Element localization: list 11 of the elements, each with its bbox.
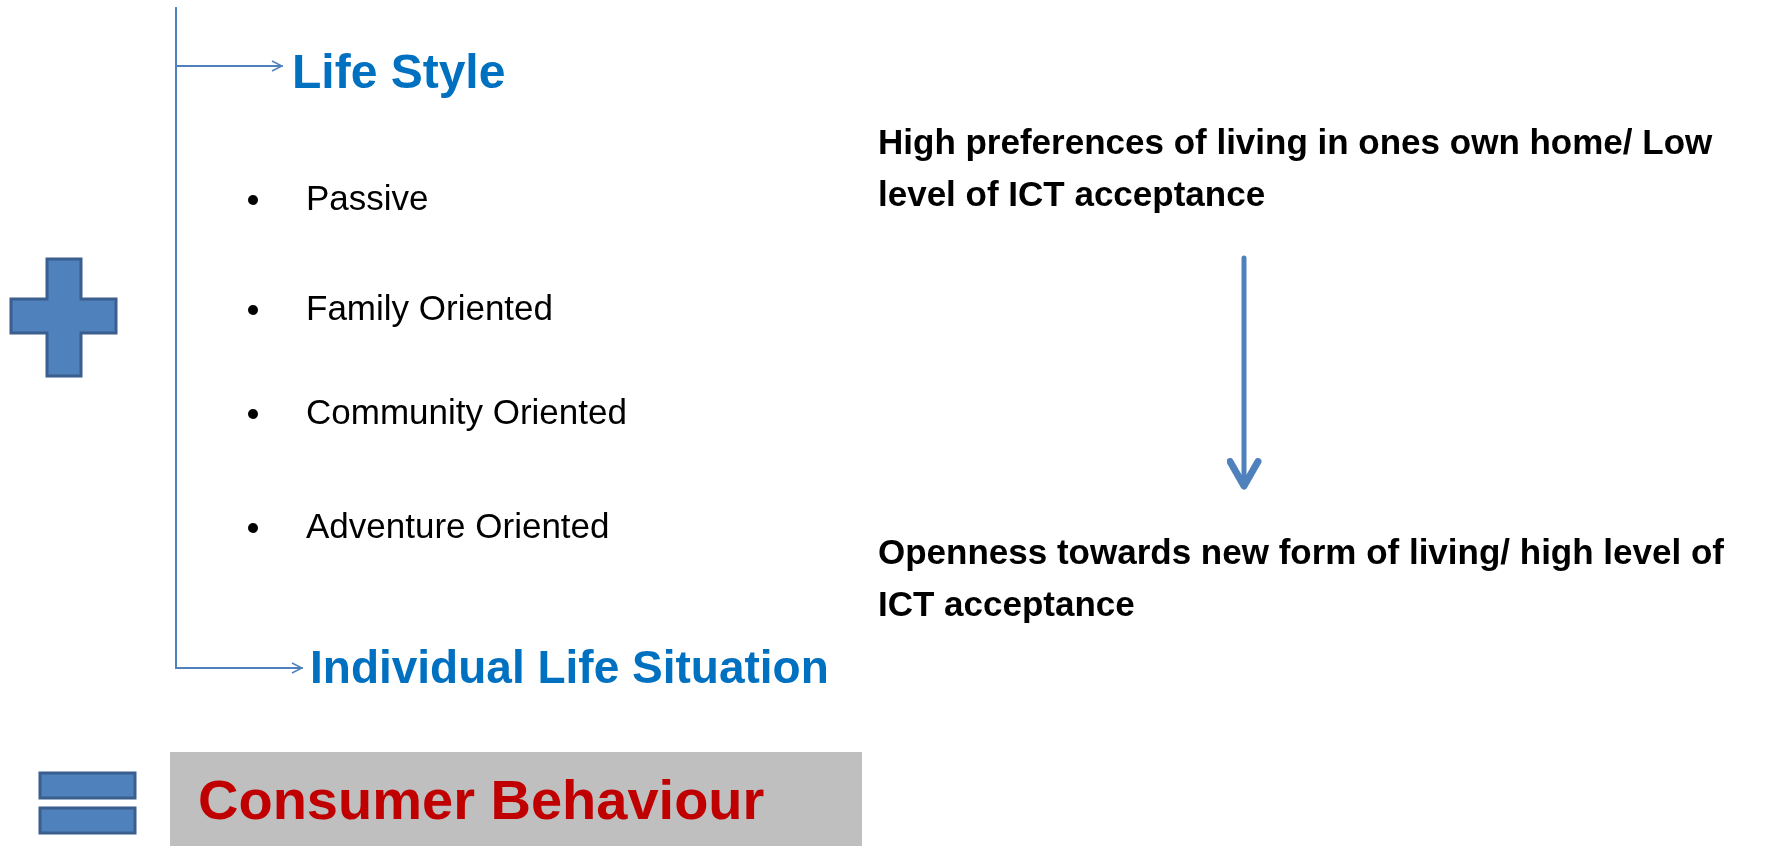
list-item: Family Oriented (306, 288, 554, 328)
list-item: Community Oriented (306, 392, 627, 432)
result-box: Consumer Behaviour (170, 752, 862, 846)
statement-text: Openness towards new form of living/ high level of ICT acceptance (878, 526, 1768, 636)
statement-text: High preferences of living in ones own home/ Low level of ICT acceptance (878, 116, 1738, 226)
heading-text: Individual Life Situation (310, 640, 1010, 710)
list-item: Passive (306, 178, 429, 218)
list-item: Adventure Oriented (306, 506, 610, 546)
heading-text: Life Style (292, 44, 612, 114)
arrow (1226, 255, 1262, 490)
arrow (175, 7, 303, 674)
